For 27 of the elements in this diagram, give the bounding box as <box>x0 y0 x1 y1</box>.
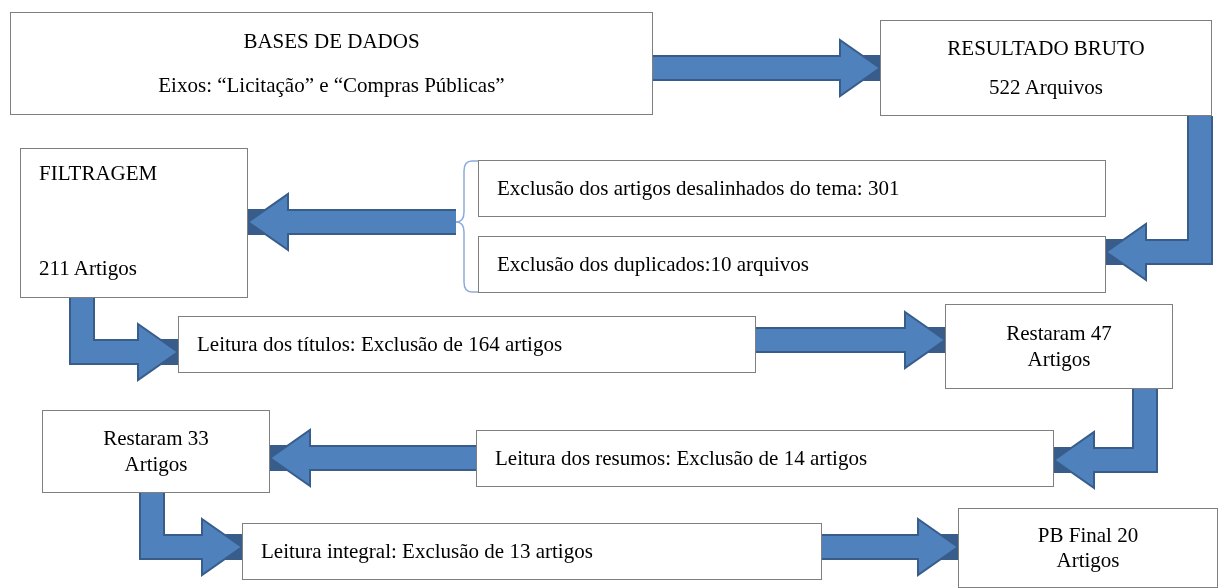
process-box <box>478 160 1106 217</box>
box-text: 522 Arquivos <box>989 75 1103 101</box>
process-box <box>242 523 822 580</box>
box-text: RESULTADO BRUTO <box>947 35 1145 61</box>
brace <box>455 160 479 223</box>
process-box <box>10 12 653 115</box>
box-text: Exclusão dos duplicados:10 arquivos <box>497 251 810 278</box>
box-text: Restaram 47 Artigos <box>1005 321 1113 372</box>
process-box <box>178 316 756 373</box>
box-text: Leitura integral: Exclusão de 13 artigos <box>261 538 593 565</box>
box-text: Leitura dos títulos: Exclusão de 164 artigos <box>197 331 563 358</box>
process-box <box>20 148 248 298</box>
box-text: Leitura dos resumos: Exclusão de 14 artigos <box>495 445 868 472</box>
box-text: BASES DE DADOS <box>243 29 420 55</box>
process-box <box>880 20 1212 116</box>
box-text: Restaram 33 Artigos <box>102 426 210 477</box>
box-text: Exclusão dos artigos desalinhados do tema: 301 <box>497 175 900 202</box>
brace <box>455 221 479 293</box>
process-box <box>42 410 270 493</box>
box-text: PB Final 20 Artigos <box>1036 522 1140 574</box>
box-text: FILTRAGEM <box>39 161 158 187</box>
box-text: 211 Artigos <box>39 255 137 281</box>
box-text: Eixos: “Licitação” e “Compras Públicas” <box>158 72 505 98</box>
process-box <box>945 304 1173 389</box>
process-box <box>478 236 1106 293</box>
process-box <box>958 508 1218 588</box>
process-box <box>476 430 1054 487</box>
